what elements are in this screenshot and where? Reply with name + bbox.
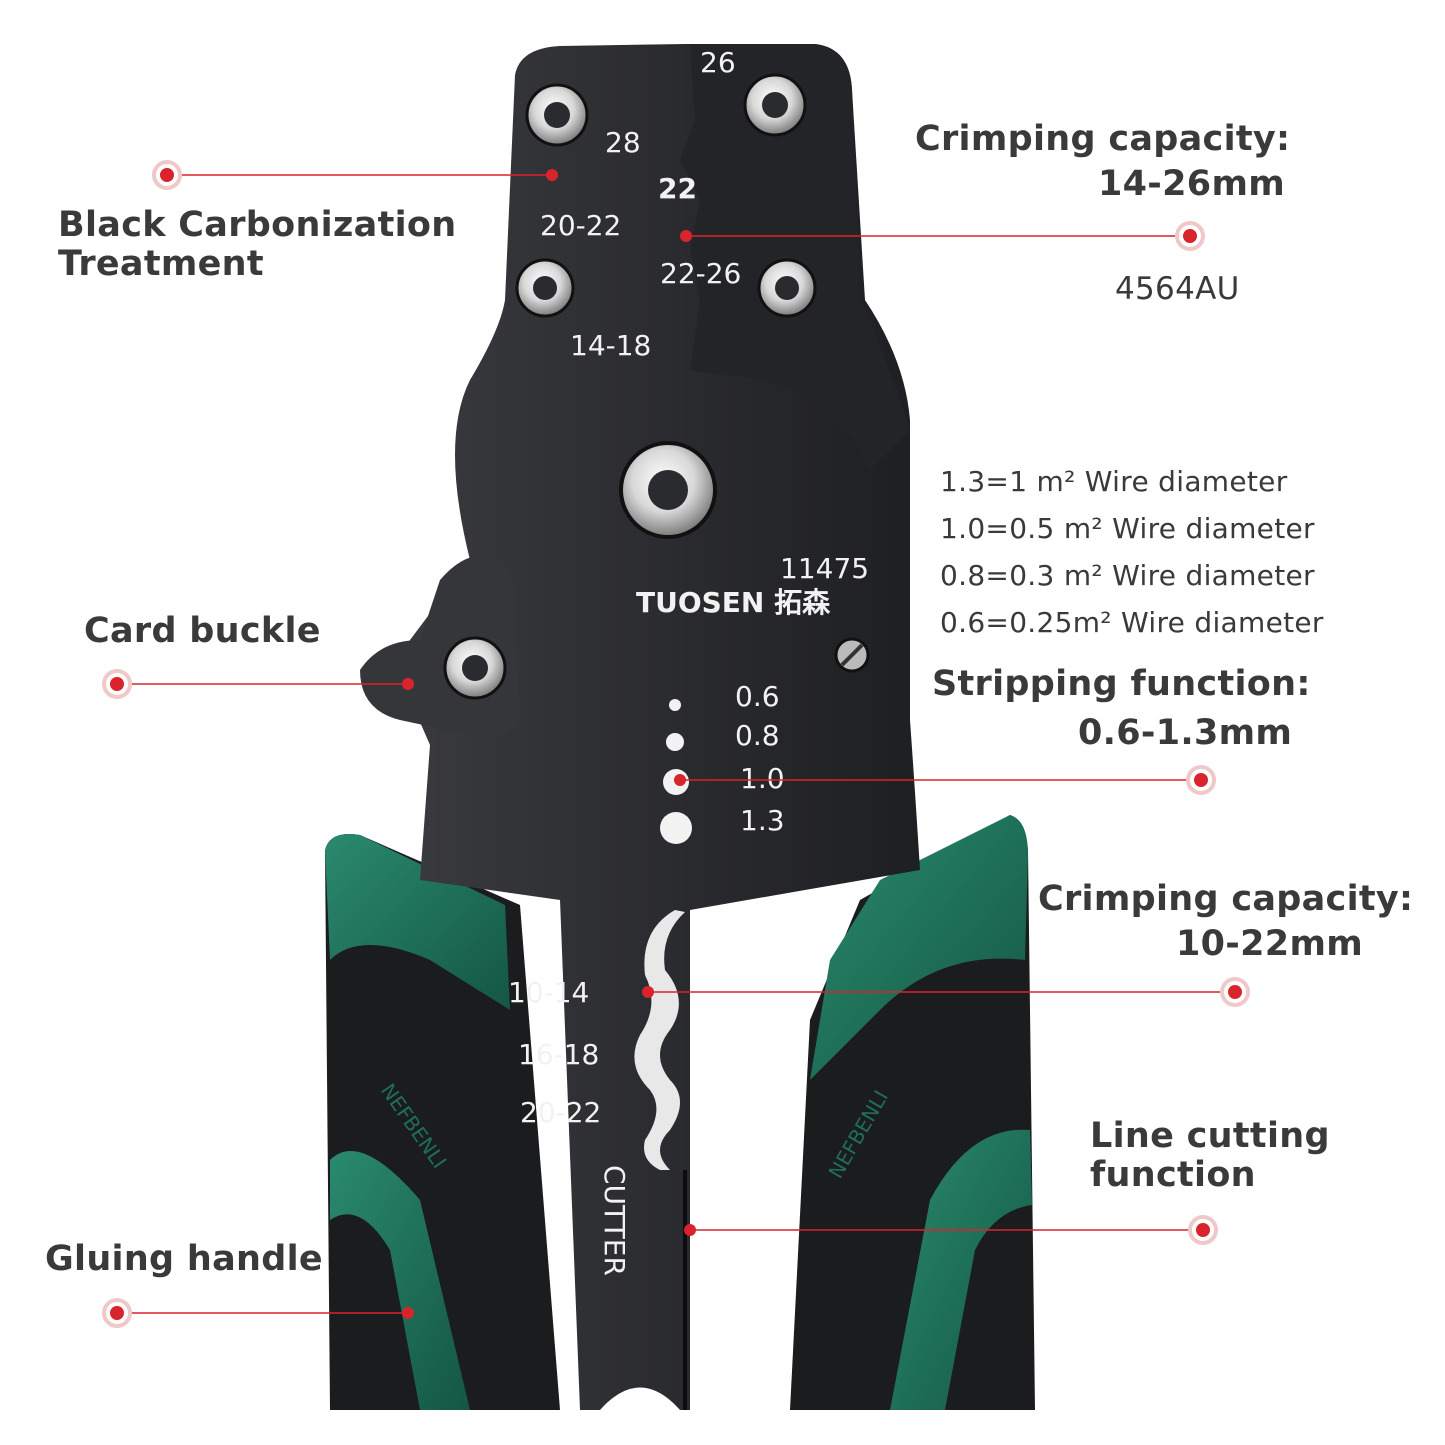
model-number: 11475 xyxy=(780,552,869,585)
wire-spec-4: 0.6=0.25m² Wire diameter xyxy=(940,606,1324,639)
tool-body xyxy=(360,44,920,1410)
strip-label-0-8: 0.8 xyxy=(735,719,780,752)
wire-spec-3: 0.8=0.3 m² Wire diameter xyxy=(940,559,1315,592)
right-handle: NEFBENLI xyxy=(790,815,1035,1410)
callout-crimping-bottom-value: 10-22mm xyxy=(1176,924,1363,964)
left-handle: NEFBENLI xyxy=(325,834,560,1410)
wire-spec-1: 1.3=1 m² Wire diameter xyxy=(940,465,1288,498)
crimp-label-20-22: 20-22 xyxy=(540,209,621,242)
callout-card-buckle: Card buckle xyxy=(84,611,321,651)
strip-label-1-0: 1.0 xyxy=(740,762,785,795)
wire-spec-2: 1.0=0.5 m² Wire diameter xyxy=(940,512,1315,545)
crimp-label-14-18: 14-18 xyxy=(570,329,651,362)
crimp-label-22-26: 22-26 xyxy=(660,257,741,290)
callout-gluing-handle: Gluing handle xyxy=(45,1239,323,1279)
callout-lines xyxy=(117,174,1235,1314)
crimp-label-28: 28 xyxy=(605,126,641,159)
crimp-label-10-14: 10-14 xyxy=(508,976,589,1009)
callout-model: 4564AU xyxy=(1115,271,1240,307)
callout-crimping-top-title: Crimping capacity: xyxy=(915,119,1291,159)
crimp-label-22: 22 xyxy=(658,172,697,205)
brand-name: TUOSEN 拓森 xyxy=(636,586,831,619)
crimp-label-26: 26 xyxy=(700,46,736,79)
callout-crimping-top-value: 14-26mm xyxy=(1098,164,1285,204)
callout-black-carbonization: Black Carbonization Treatment xyxy=(58,205,457,285)
callout-dots xyxy=(102,160,1250,1328)
callout-line-cutting: Line cutting function xyxy=(1090,1116,1330,1196)
crimp-label-16-18: 16-18 xyxy=(518,1038,599,1071)
rivets xyxy=(443,73,870,700)
crimp-label-20-22-bottom: 20-22 xyxy=(520,1096,601,1129)
callout-crimping-bottom-title: Crimping capacity: xyxy=(1038,879,1414,919)
callout-stripping-value: 0.6-1.3mm xyxy=(1078,713,1293,753)
callout-stripping-title: Stripping function: xyxy=(932,664,1311,704)
strip-label-1-3: 1.3 xyxy=(740,804,785,837)
cutter-label: CUTTER xyxy=(598,1165,631,1276)
strip-label-0-6: 0.6 xyxy=(735,680,780,713)
